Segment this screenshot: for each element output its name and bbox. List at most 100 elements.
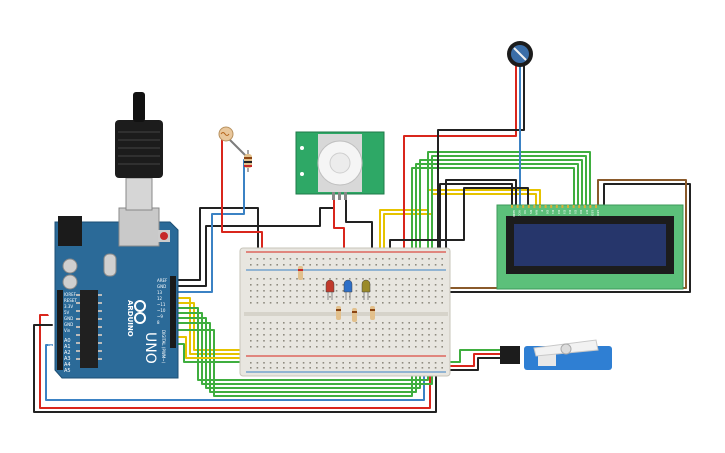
bb-hole [269,322,272,324]
bb-hole [421,296,424,298]
lcd-pin [522,205,525,208]
bb-hole [269,367,272,369]
bb-hole [316,362,318,364]
bb-hole [335,362,338,364]
digital-header [170,276,176,348]
bb-hole [289,290,292,292]
reset-button-cap[interactable] [160,232,168,240]
bb-hole [382,346,384,348]
bb-hole [362,258,364,260]
bb-hole [408,340,410,342]
bb-hole [421,284,424,286]
wire-red-pot [403,65,517,263]
analog-pin-label: A2 [64,350,71,356]
arduino-logo [134,300,146,324]
bb-hole [388,367,391,369]
bb-hole [408,284,410,286]
bb-hole [269,328,272,330]
resistor-bb-1 [298,266,303,280]
lcd-pin-label: VCC [518,210,522,216]
bb-hole [368,367,371,369]
bb-hole [434,302,437,304]
bb-hole [355,346,358,348]
chip-pins [76,294,102,360]
arduino-model-text: UNO [142,332,158,364]
bb-hole [283,264,285,266]
bb-hole [250,290,252,292]
bb-hole [375,340,377,342]
bb-hole [388,284,391,286]
bb-hole [263,367,265,369]
bb-hole [322,334,325,336]
bb-hole [302,340,305,342]
bb-hole [362,362,364,364]
bb-hole [382,340,384,342]
bb-hole [375,290,377,292]
bb-hole [382,290,384,292]
bb-hole [342,296,344,298]
bb-hole [408,302,410,304]
bb-hole [368,296,371,298]
capacitor-1 [62,258,78,274]
bb-hole [250,264,252,266]
bb-hole [289,284,292,286]
bb-hole [263,284,265,286]
bb-hole [302,346,305,348]
wire-black-servo [441,357,501,371]
bb-hole [276,346,278,348]
bb-hole [428,367,430,369]
lcd-pin-label: RW [534,210,538,215]
bb-hole [283,340,285,342]
bb-hole [421,322,424,324]
bb-hole [316,278,318,280]
led-2 [343,279,353,300]
bb-hole [276,264,278,266]
bb-hole [415,340,417,342]
bb-hole [316,284,318,286]
bb-hole [342,290,344,292]
bb-hole [263,278,265,280]
lcd-pin [550,205,553,208]
bb-hole [316,290,318,292]
bb-hole [401,258,404,260]
bb-hole [335,290,338,292]
bb-hole [349,258,351,260]
bb-hole [408,334,410,336]
bb-hole [309,362,311,364]
bb-hole [342,264,344,266]
bb-hole [428,290,430,292]
bb-hole [408,258,410,260]
bb-hole [289,258,292,260]
bb-hole [329,340,331,342]
bb-hole [329,328,331,330]
bb-hole [434,322,437,324]
bb-hole [329,264,331,266]
bb-hole [263,322,265,324]
bb-hole [395,334,397,336]
resistor-bb-4 [370,306,375,320]
bb-hole [388,264,391,266]
bb-hole [428,328,430,330]
potentiometer[interactable] [507,41,533,67]
bb-hole [349,328,351,330]
bb-hole [382,296,384,298]
bb-hole [434,340,437,342]
usb-plug [125,177,153,211]
bb-hole [362,296,364,298]
bb-hole [309,258,311,260]
bb-hole [368,302,371,304]
digital-pin-label: ~9 [157,314,163,319]
servo-shaft [560,343,572,355]
bb-hole [441,302,443,304]
bb-hole [329,302,331,304]
wire-blue-13 [177,159,245,293]
bb-hole [335,258,338,260]
bb-hole [428,278,430,280]
bb-hole [375,367,377,369]
pot-indicator [513,47,527,61]
bb-hole [276,296,278,298]
bb-hole [269,362,272,364]
bb-hole [441,322,443,324]
bb-hole [296,362,298,364]
